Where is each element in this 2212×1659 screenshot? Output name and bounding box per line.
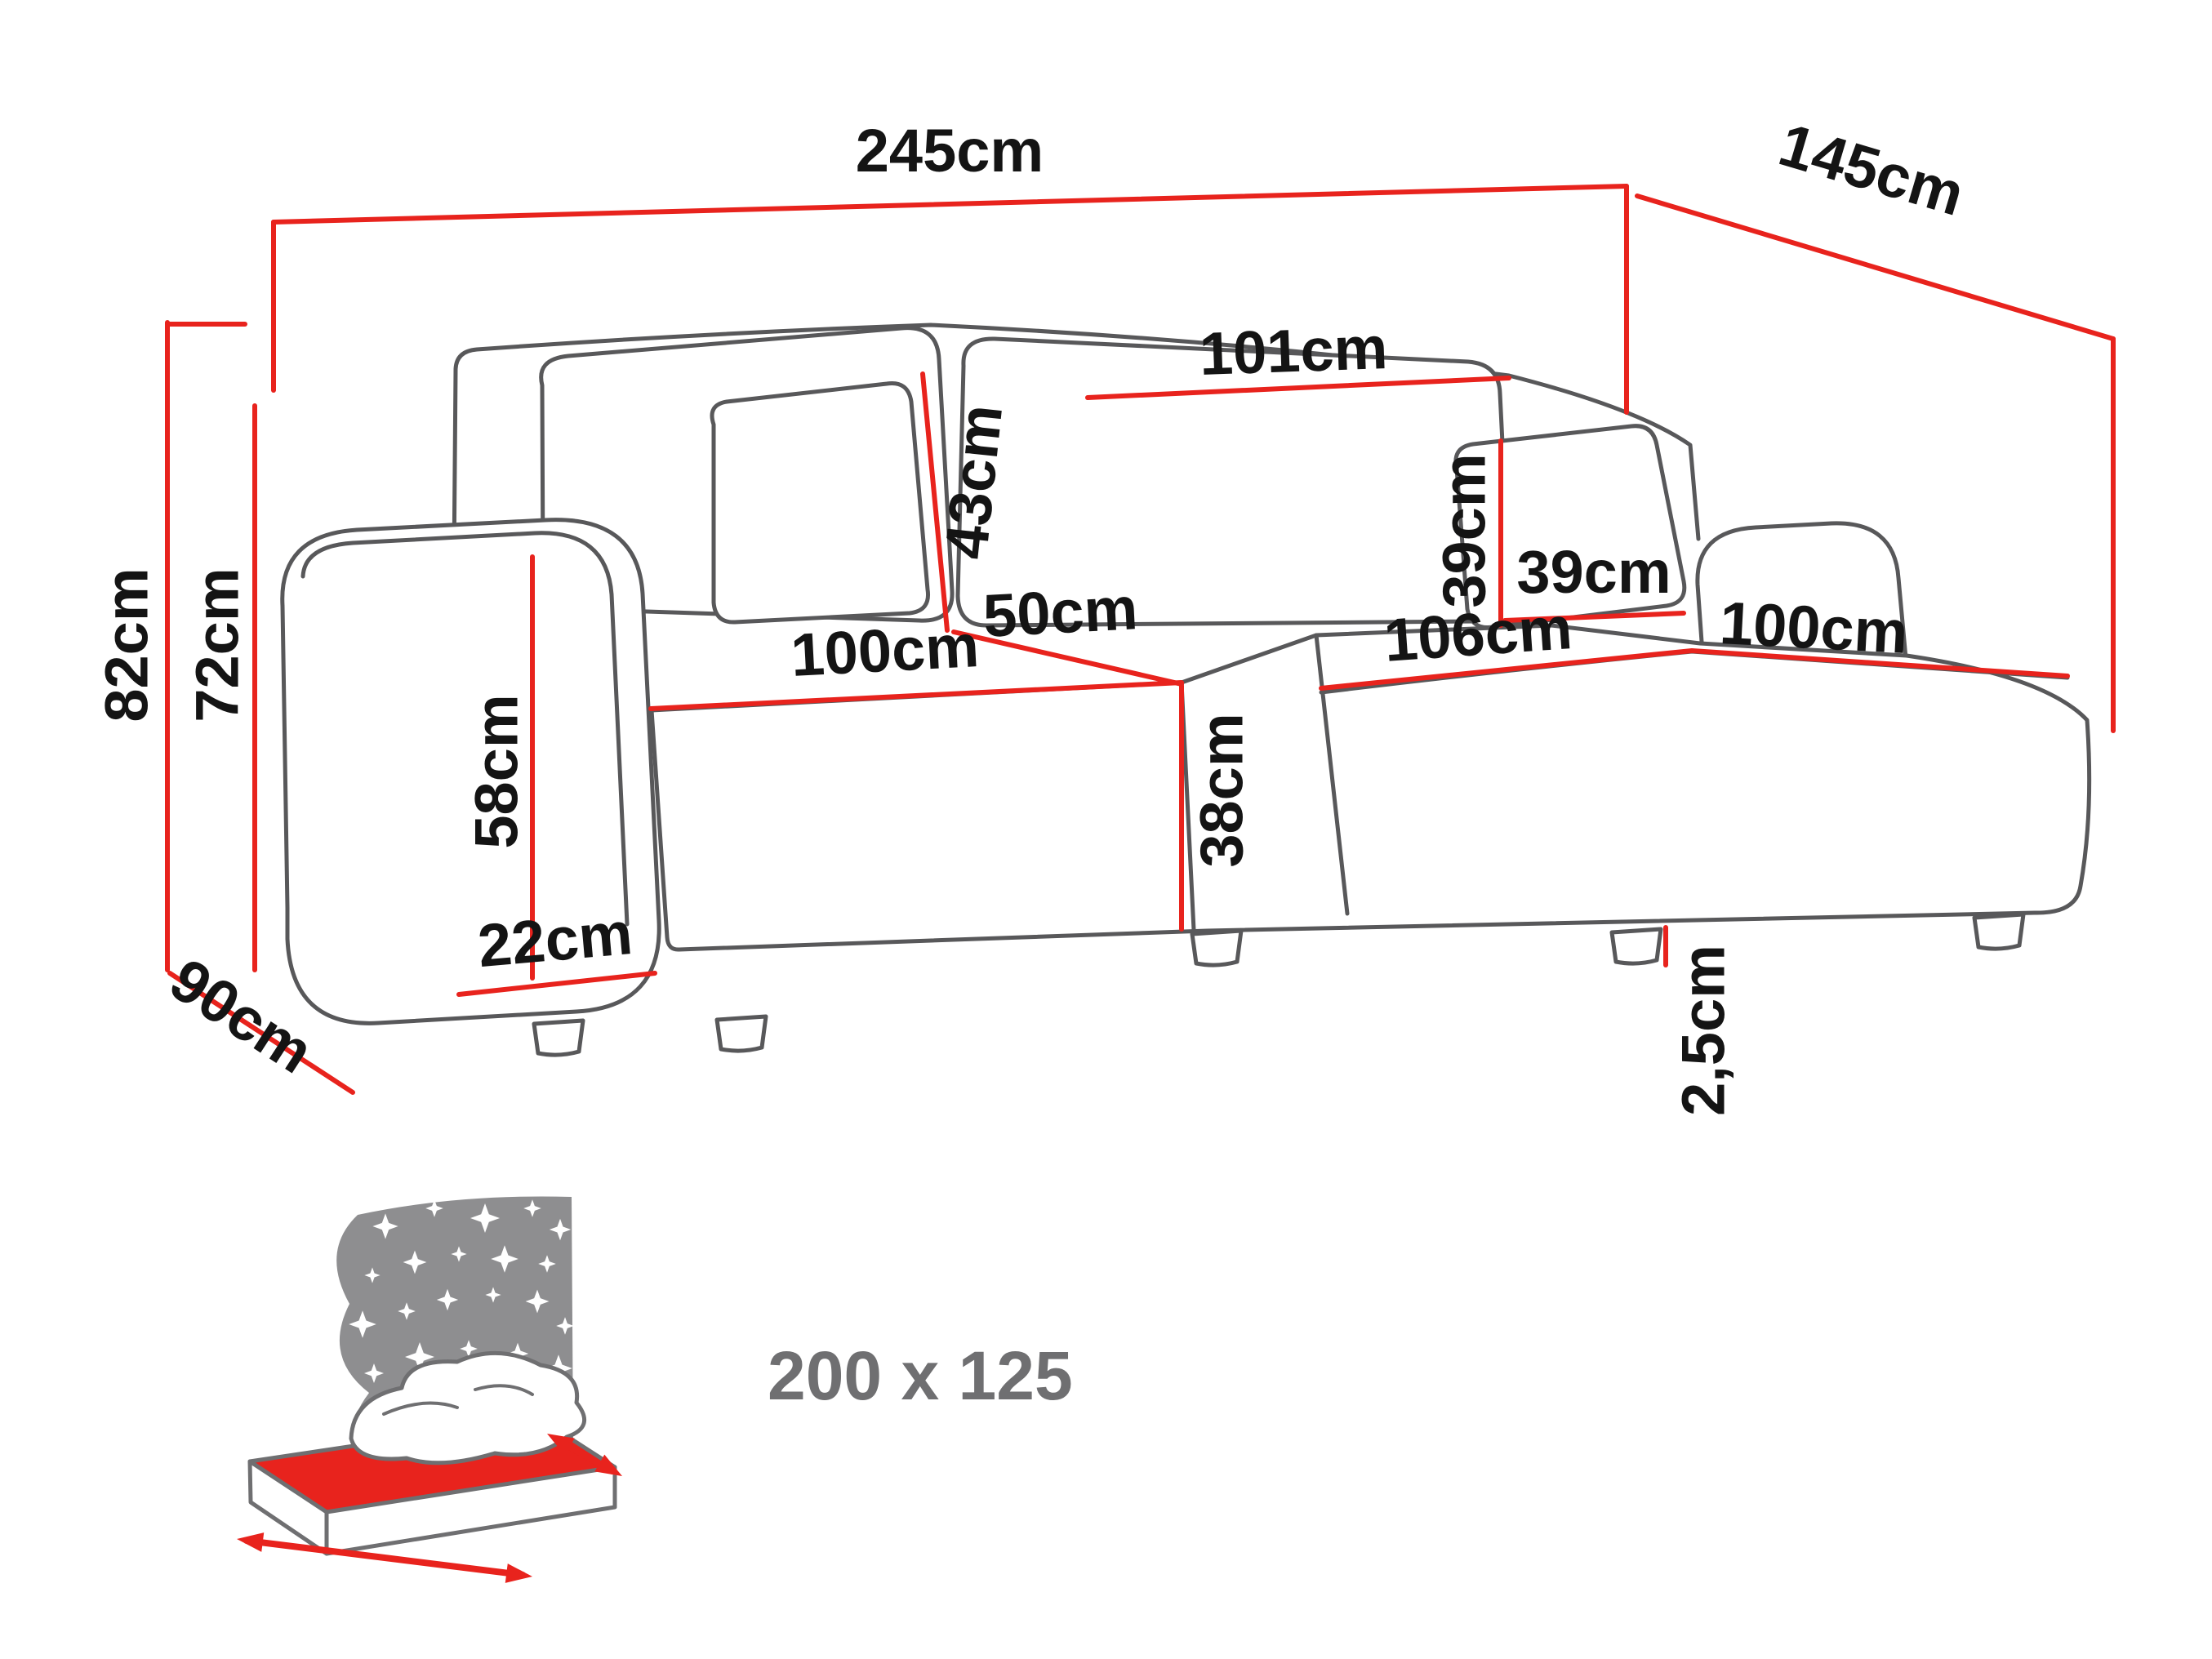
dim-line-pillow-width [1502,611,1686,623]
dim-label-pillow-width: 39cm [1516,538,1671,606]
dim-label-chaise-seat-length: 100cm [1718,589,1909,666]
blanket-fold-line [382,1401,459,1416]
dim-label-backrest-width: 101cm [1199,314,1389,388]
dim-label-back-cushion-height: 43cm [932,402,1015,563]
dim-line-total-depth [1635,193,2116,341]
sofa-foot [1609,927,1663,966]
dim-label-backrest-height: 72cm [184,567,251,722]
sofa-drawing [280,322,2092,1057]
arrowhead-icon [547,1434,575,1456]
dimension-lines [165,184,2116,1095]
blanket-fold-line [474,1384,534,1396]
dim-line-armrest-width [456,971,657,997]
dim-label-total-width: 245cm [856,117,1044,185]
dim-label-left-seat-width: 100cm [789,612,980,689]
sofa-foot [1190,928,1244,967]
sleeping-area-size-label: 200 x 125 [768,1337,1073,1414]
dim-line-left-seat-width [648,680,1184,711]
dim-line-backrest-width [1085,376,1511,400]
armrest-left-contour [300,531,630,927]
sofa-foot [1972,912,2026,951]
bed-width-arrow [243,1537,526,1578]
armrest-left [280,518,661,1025]
arrowhead-icon [594,1454,622,1476]
pillow-left [710,380,931,625]
arrowhead-icon [237,1532,265,1552]
dim-label-armrest-width: 22cm [475,899,635,980]
dim-label-seat-depth: 50cm [981,574,1139,650]
sofa-foot [532,1018,585,1057]
dim-line-back-cushion-height [920,371,950,633]
dim-label-seat-height: 38cm [1188,713,1256,867]
sofa-feet [532,912,2026,1057]
dim-label-total-depth: 145cm [1772,110,1972,229]
dim-line-chaise-seat-width [1319,648,1694,691]
dim-label-leg-height: 2,5cm [1670,945,1738,1116]
sleeping-area-icon: 200 x 125 [237,1196,1073,1583]
sofa-back-edge [452,322,1701,567]
dim-label-total-height: 82cm [93,567,161,722]
chaise-left-seam [1314,633,1350,916]
arrowhead-icon [505,1563,532,1583]
dim-line-side-depth [167,971,355,1095]
dim-label-armrest-height: 58cm [463,694,531,848]
dim-label-chaise-seat-width: 106cm [1382,594,1574,674]
blanket [349,1350,586,1466]
mattress-side-front [324,1465,617,1556]
dim-line-chaise-seat-length [1689,648,2070,678]
dim-line-total-width [271,184,1629,225]
dim-label-pillow-height: 39cm [1431,453,1498,607]
sofa-foot [714,1014,768,1053]
dim-line-seat-depth [951,629,1184,687]
